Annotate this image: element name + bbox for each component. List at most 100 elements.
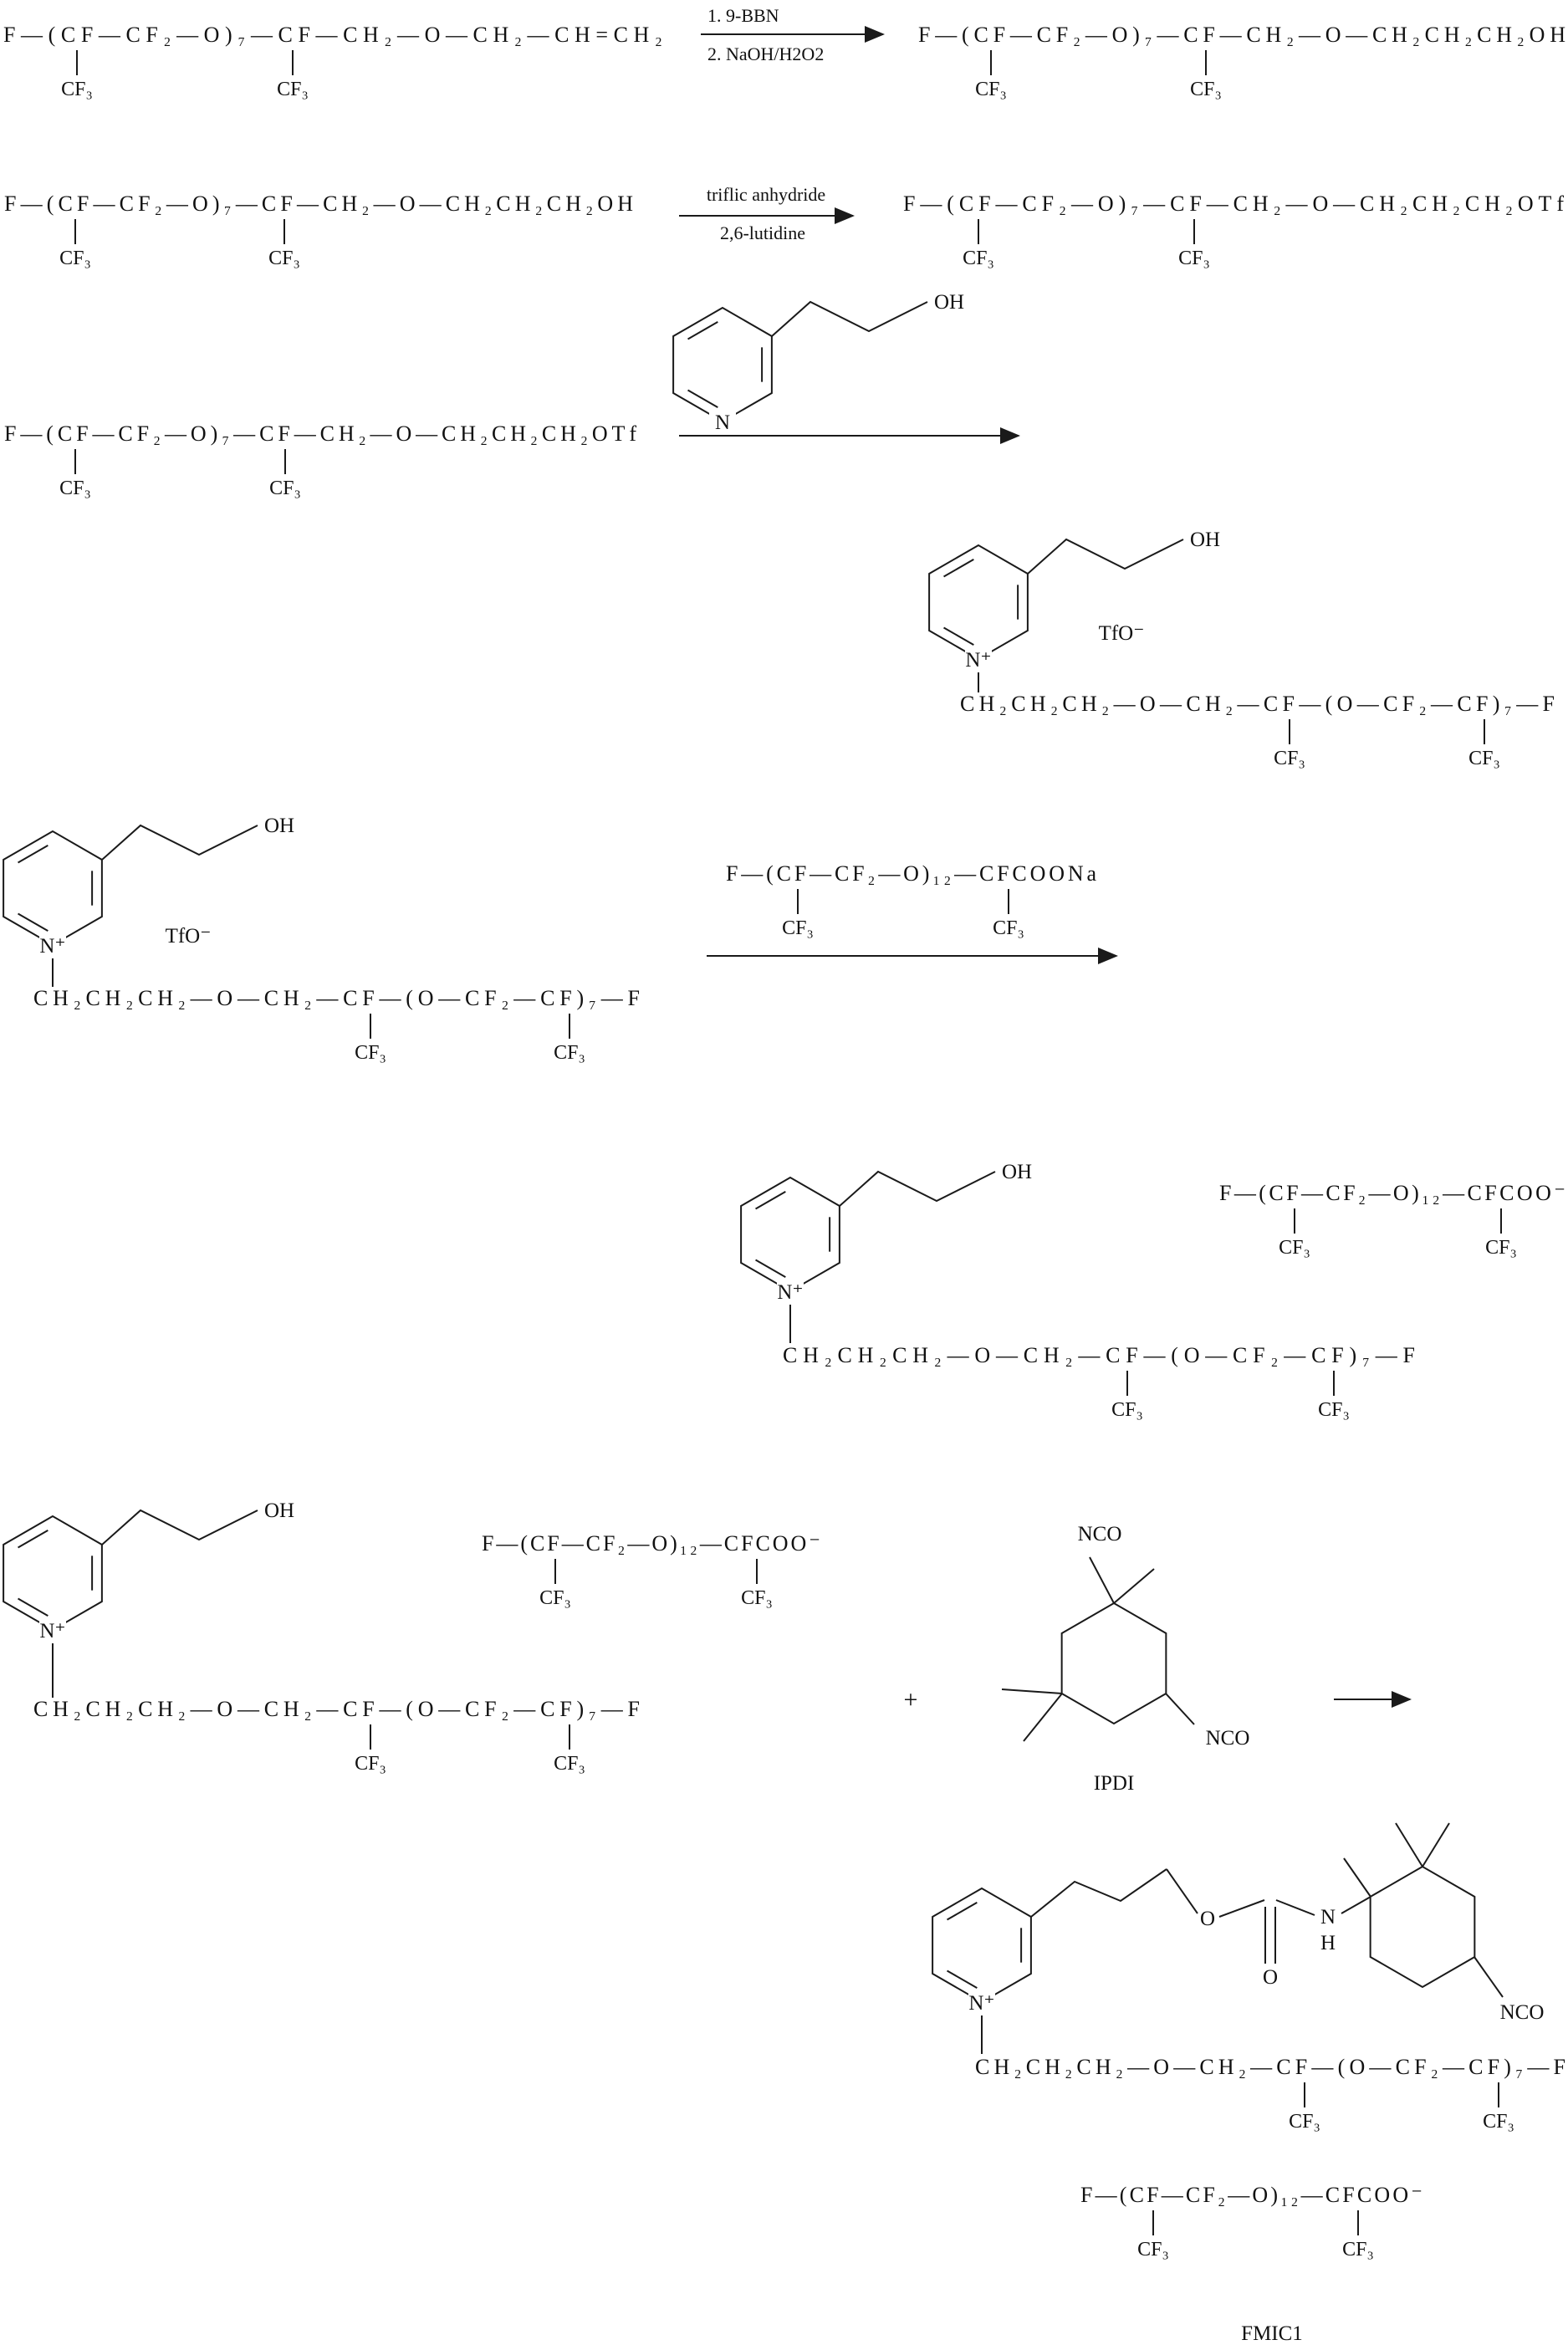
pyridinium-ring-reactant-step5 — [3, 1515, 103, 1632]
formula-carboxylate-anion: F—(CF—CF₂—O)₁₂—CFCOO⁻ — [1080, 2183, 1422, 2207]
pyridinium-ring-product-step4-propanol-chain — [839, 1170, 996, 1207]
ipdi-label: IPDI — [1094, 1772, 1135, 1795]
cf3-label: CF₃ — [554, 1753, 585, 1775]
cf3-label: CF₃ — [1318, 1399, 1350, 1421]
pyridinium-ring-product-step3-propanol-chain — [1027, 538, 1184, 575]
cf3-label: CF₃ — [268, 248, 300, 269]
formula-pyridinium-tail: CH₂CH₂CH₂—O—CH₂—CF—(O—CF₂—CF)₇—F — [960, 692, 1555, 716]
fmic1-cyclohexane-ring — [1369, 1865, 1476, 1989]
pyridinium-ring-reactant-step4-double-bond-1 — [18, 844, 49, 864]
pyridinium-ring-reactant-step5-propanol-chain — [101, 1509, 258, 1545]
isocyanate-label: NCO — [1078, 1523, 1122, 1545]
carbamate-o-c-bond — [1218, 1899, 1265, 1918]
isocyanate-label: NCO — [1206, 1727, 1250, 1750]
carbamate-ch2-o-bond — [1166, 1868, 1198, 1914]
cf3-label: CF₃ — [1274, 748, 1305, 769]
carbamate-n-ring-bond — [1341, 1896, 1371, 1914]
isocyanate-label: NCO — [1500, 2001, 1545, 2024]
cf3-label: CF₃ — [1178, 248, 1210, 269]
triflate-counterion-label: TfO⁻ — [1099, 622, 1145, 645]
cf3-label: CF₃ — [1483, 2111, 1514, 2133]
ipdi-nco-bond — [1165, 1693, 1195, 1725]
cf3-label: CF₃ — [355, 1042, 386, 1064]
pyridinium-ring-product-step4-double-bond-1 — [755, 1190, 786, 1210]
cf3-label: CF₃ — [59, 248, 91, 269]
carbamate-nitrogen-label: N — [1320, 1906, 1336, 1929]
formula-pyridinium-tail: CH₂CH₂CH₂—O—CH₂—CF—(O—CF₂—CF)₇—F — [975, 2055, 1565, 2079]
plus-sign: + — [904, 1686, 918, 1714]
reagent-step1-line2: 2. NaOH/H2O2 — [707, 43, 824, 64]
fmic1-gem-dimethyl-bond-2 — [1422, 1822, 1450, 1867]
formula-carboxylate-anion: F—(CF—CF₂—O)₁₂—CFCOO⁻ — [482, 1531, 820, 1556]
cf3-label: CF₃ — [1468, 748, 1500, 769]
ipdi-gem-dimethyl-bond-1 — [1001, 1688, 1063, 1694]
cf3-label: CF₃ — [1279, 1237, 1310, 1259]
pyridinium-nitrogen-label: N⁺ — [968, 1992, 994, 2015]
pyridinium-ring-product-step3-double-bond-3 — [943, 626, 974, 646]
pyridinium-ring-product-step4-double-bond-3 — [755, 1259, 786, 1279]
cf3-label: CF₃ — [1342, 2239, 1374, 2261]
cf3-label: CF₃ — [975, 79, 1007, 100]
cf3-label: CF₃ — [59, 478, 91, 499]
pyridinium-ring-fmic1 — [932, 1887, 1032, 2004]
formula-pyridinium-tail: CH₂CH₂CH₂—O—CH₂—CF—(O—CF₂—CF)₇—F — [783, 1343, 1415, 1367]
bond-structure-layer — [3, 26, 1504, 2235]
pyridinium-ring-reactant-step5-label-gap — [39, 1621, 66, 1642]
pyridinium-ring-product-step3-label-gap — [965, 650, 992, 671]
carbamate-hydrogen-label: H — [1320, 1932, 1336, 1954]
pyridine-ring-reagent-step3-double-bond-3 — [687, 389, 718, 409]
ipdi-cyclohexane-ring — [1060, 1602, 1167, 1725]
hydroxyl-label: OH — [1002, 1161, 1032, 1183]
fmic1-gem-dimethyl-bond-1 — [1395, 1822, 1423, 1867]
carbamate-c-n-bond — [1275, 1899, 1315, 1916]
pyridinium-nitrogen-label: N⁺ — [965, 649, 991, 672]
pyridinium-ring-reactant-step4-label-gap — [39, 936, 66, 957]
formula-pyridinium-tail: CH₂CH₂CH₂—O—CH₂—CF—(O—CF₂—CF)₇—F — [33, 986, 640, 1010]
triflate-counterion-label: TfO⁻ — [166, 925, 212, 948]
formula-alcohol: F—(CF—CF₂—O)₇—CF—CH₂—O—CH₂CH₂CH₂OH — [4, 192, 633, 216]
pyridinium-ring-fmic1-double-bond-3 — [947, 1969, 978, 1990]
pyridinium-ring-reactant-step5-double-bond-1 — [18, 1529, 49, 1549]
pyridinium-ring-reactant-step5-double-bond-3 — [18, 1597, 49, 1617]
pyridinium-ring-product-step4-label-gap — [777, 1282, 804, 1303]
pyridine-nitrogen-label: N — [715, 411, 730, 434]
carbonyl-oxygen-label: O — [1263, 1966, 1278, 1989]
fmic1-label: FMIC1 — [1241, 2322, 1303, 2345]
cf3-label: CF₃ — [782, 917, 814, 939]
ipdi-ch2-nco-bond — [1089, 1556, 1115, 1604]
cf3-label: CF₃ — [1137, 2239, 1169, 2261]
cf3-label: CF₃ — [554, 1042, 585, 1064]
pyridinium-ring-fmic1-label-gap — [968, 1993, 995, 2014]
fmic1-propyl-chain — [1030, 1868, 1167, 1918]
pyridine-ring-reagent-step3 — [672, 306, 773, 423]
ipdi-methyl-bond — [1113, 1568, 1155, 1604]
cf3-label: CF₃ — [61, 79, 93, 100]
pyridinium-nitrogen-label: N⁺ — [39, 935, 65, 958]
cf3-label: CF₃ — [741, 1587, 773, 1609]
fmic1-nco-bond — [1474, 1956, 1504, 1998]
formula-carboxylate-anion: F—(CF—CF₂—O)₁₂—CFCOO⁻ — [1219, 1181, 1565, 1205]
cf3-label: CF₃ — [1190, 79, 1222, 100]
pyridinium-nitrogen-label: N⁺ — [39, 1620, 65, 1642]
ester-oxygen-label: O — [1200, 1908, 1215, 1930]
formula-triflate: F—(CF—CF₂—O)₇—CF—CH₂—O—CH₂CH₂CH₂OTf — [903, 192, 1564, 216]
fmic1-methyl-bond — [1343, 1857, 1371, 1898]
pyridine-ring-reagent-step3-double-bond-1 — [687, 320, 718, 340]
cf3-label: CF₃ — [1289, 2111, 1320, 2133]
reagent-step2-line1: triflic anhydride — [707, 184, 825, 205]
formula-alcohol: F—(CF—CF₂—O)₇—CF—CH₂—O—CH₂CH₂CH₂OH — [918, 23, 1565, 47]
pyridinium-nitrogen-label: N⁺ — [777, 1281, 803, 1304]
pyridinium-ring-product-step3 — [928, 544, 1029, 661]
cf3-label: CF₃ — [539, 1587, 571, 1609]
pyridinium-ring-reactant-step4-propanol-chain — [101, 824, 258, 861]
hydroxyl-label: OH — [264, 1499, 294, 1522]
pyridinium-ring-fmic1-double-bond-1 — [947, 1901, 978, 1921]
cf3-label: CF₃ — [277, 79, 309, 100]
reagent-step2-line2: 2,6-lutidine — [720, 222, 805, 243]
formula-triflate: F—(CF—CF₂—O)₇—CF—CH₂—O—CH₂CH₂CH₂OTf — [4, 421, 636, 446]
cf3-label: CF₃ — [963, 248, 994, 269]
pyridinium-ring-product-step4 — [740, 1176, 840, 1293]
hydroxyl-label: OH — [264, 815, 294, 837]
